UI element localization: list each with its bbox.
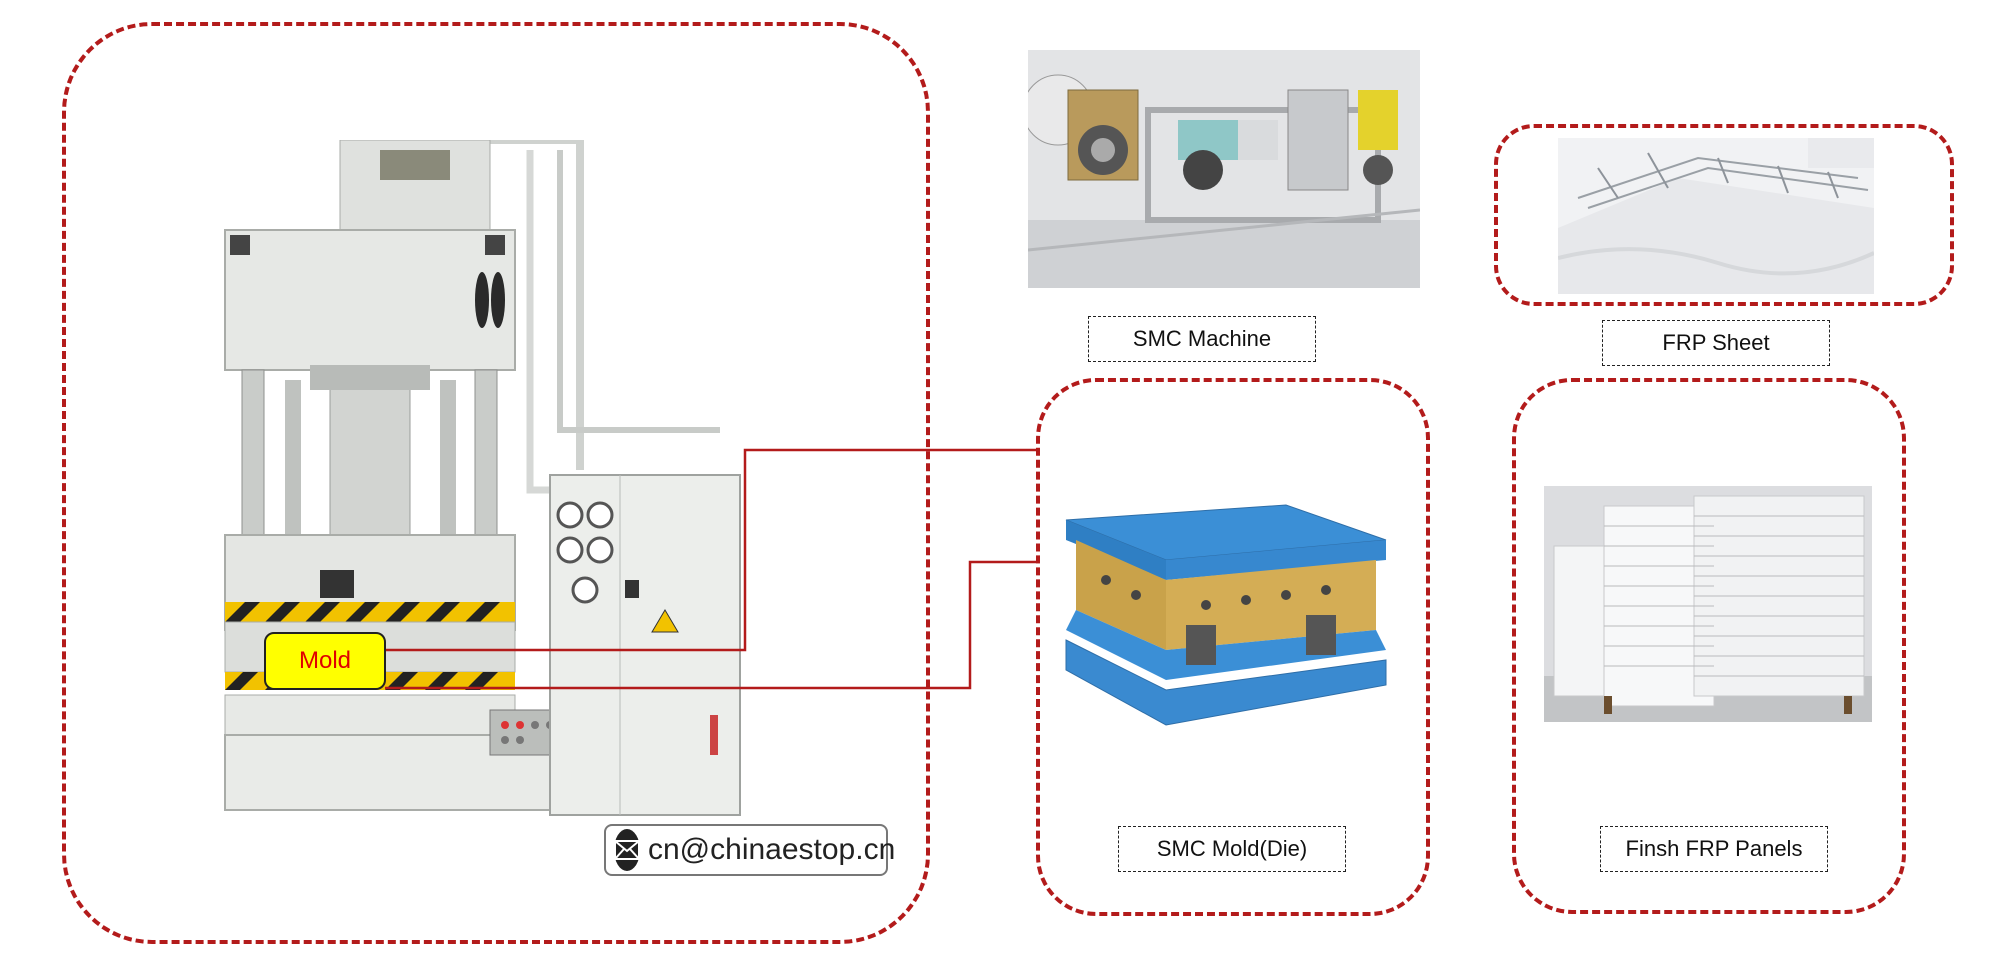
smc-mold-image <box>1065 504 1387 726</box>
connector-line-upper <box>385 448 1040 652</box>
mold-tag: Mold <box>264 632 386 690</box>
hydraulic-press-image <box>224 140 741 816</box>
smc-mold-label: SMC Mold(Die) <box>1118 826 1346 872</box>
finish-frp-panels-image <box>1544 486 1872 722</box>
contact-email-badge[interactable]: cn@chinaestop.cn <box>604 824 895 876</box>
mail-icon <box>614 829 640 871</box>
smc-mold-label-text: SMC Mold(Die) <box>1156 836 1308 861</box>
frp-sheet-label: FRP Sheet <box>1602 320 1830 366</box>
frp-sheet-frame <box>1494 124 1954 306</box>
frp-sheet-label-text: FRP Sheet <box>1662 330 1770 355</box>
smc-machine-label: SMC Machine <box>1088 316 1316 362</box>
finish-panels-label-text: Finsh FRP Panels <box>1625 836 1803 861</box>
smc-machine-image <box>1028 50 1420 288</box>
smc-mold-frame <box>1036 378 1430 916</box>
press-frame <box>62 22 930 944</box>
mold-tag-label: Mold <box>298 647 352 674</box>
connector-line-lower <box>385 560 1040 690</box>
smc-machine-label-text: SMC Machine <box>1132 326 1272 351</box>
finish-panels-frame <box>1512 378 1906 914</box>
finish-panels-label: Finsh FRP Panels <box>1600 826 1828 872</box>
frp-sheet-image <box>1558 138 1874 294</box>
contact-email-text: cn@chinaestop.cn <box>648 833 896 866</box>
